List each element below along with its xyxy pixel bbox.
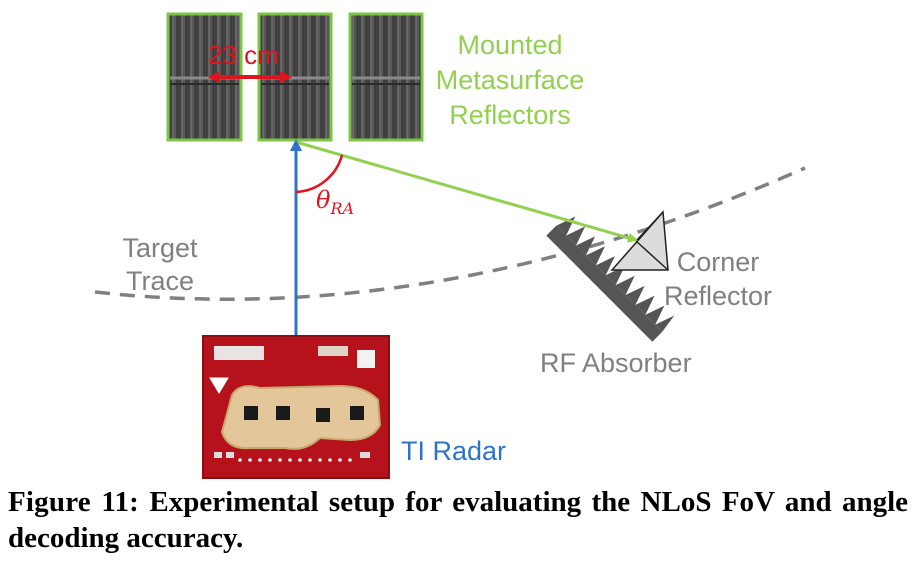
ti-radar-label: TI Radar [401,436,507,466]
target-trace-line-1: Target [122,233,198,263]
corner-reflector-label: Corner Reflector [658,245,778,313]
angle-subscript: RA [330,198,355,218]
figure-caption: Figure 11: Experimental setup for evalua… [8,484,908,556]
angle-label: θRA [316,186,354,223]
setup-figure [94,12,806,479]
rf-absorber-label: RF Absorber [540,348,692,378]
reflectors-label: Mounted Metasurface Reflectors [425,28,595,133]
reflected-beam-arrow [295,140,638,243]
panel-width-label: 23 cm [208,40,279,70]
ti-radar-board [202,335,390,479]
caption-figure-number: Figure 11: [8,486,140,518]
rf-absorber-icon [546,216,675,342]
target-trace-arc [94,166,806,301]
angle-arc [295,154,344,194]
target-trace-line-2: Trace [125,266,194,296]
setup-diagram: 23 cm Mounted Metasurface Reflectors θRA… [94,12,806,479]
corner-reflector-icon [610,210,669,271]
metasurface-panel-3 [348,12,424,142]
corner-reflector-line-2: Reflector [663,281,773,311]
corner-reflector-line-1: Corner [676,247,760,277]
caption-text: Experimental setup for evaluating the NL… [8,486,908,554]
target-trace-label: Target Trace [112,232,208,298]
reflectors-label-line-2: Metasurface [435,65,585,95]
reflectors-label-line-3: Reflectors [449,100,571,130]
reflectors-label-line-1: Mounted [457,30,563,60]
angle-symbol: θ [316,186,331,214]
